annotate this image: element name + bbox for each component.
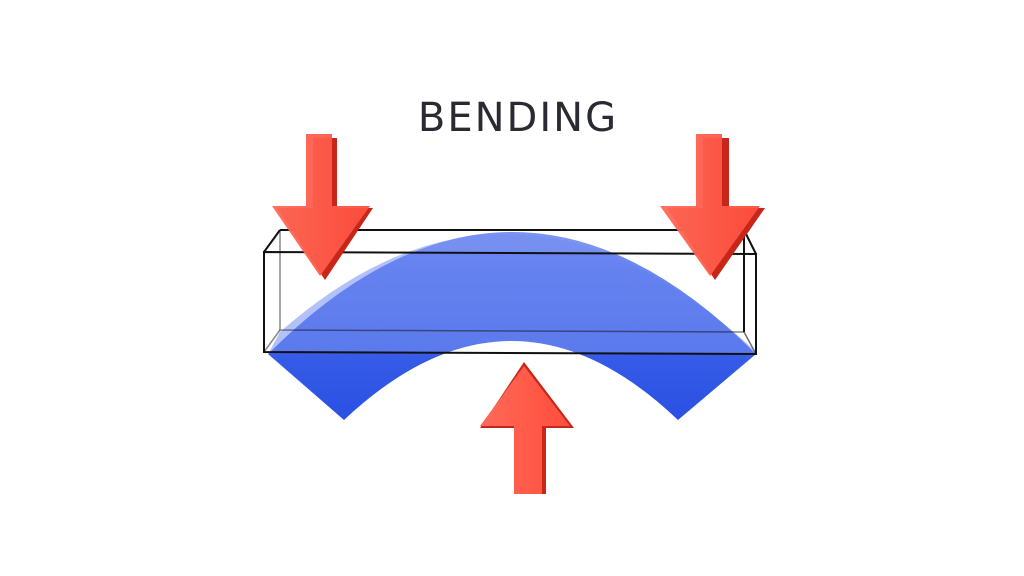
load-arrow-right (660, 134, 765, 280)
bent-beam-body (268, 232, 756, 420)
load-arrow-left (272, 134, 373, 280)
diagram-title: BENDING (417, 95, 619, 141)
bent-beam (268, 232, 756, 420)
support-arrow-center-body (480, 366, 570, 494)
support-arrow-center (480, 362, 574, 494)
load-arrow-left-body (272, 134, 370, 276)
wireframe-front-face (264, 252, 756, 354)
bent-beam-top-face (268, 232, 756, 354)
undeformed-beam-wireframe (263, 229, 757, 356)
load-arrow-right-body (660, 134, 760, 276)
wireframe-top-face (264, 230, 756, 254)
